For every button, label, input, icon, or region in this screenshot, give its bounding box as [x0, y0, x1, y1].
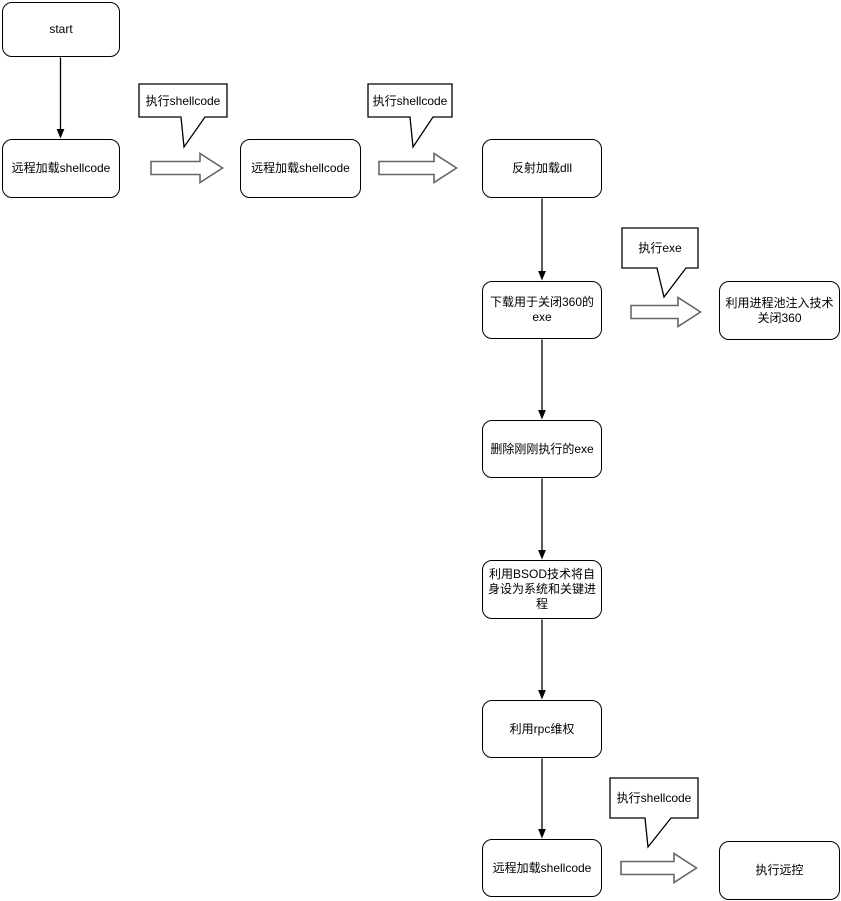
callout-bubble-exec-shellcode-2	[367, 83, 453, 149]
node-start: start	[2, 2, 120, 57]
block-arrow-load2-to-dll	[378, 152, 458, 184]
node-remote-load-shellcode-3: 远程加载shellcode	[482, 839, 602, 897]
callout-bubble-exec-shellcode-3	[609, 777, 699, 849]
node-delete-executed-exe: 删除刚刚执行的exe	[482, 420, 602, 478]
node-remote-load-shellcode-2: 远程加载shellcode	[240, 139, 361, 198]
node-reflective-load-dll: 反射加载dll	[482, 139, 602, 198]
connector-start-to-load1	[56, 57, 65, 139]
callout-bubble-exec-shellcode-1	[138, 83, 228, 149]
connector-download-to-delete	[538, 339, 546, 420]
node-execute-remote-control: 执行远控	[719, 841, 840, 900]
block-arrow-load3-to-remote-control	[620, 852, 698, 884]
node-process-pool-inject-close-360: 利用进程池注入技术关闭360	[719, 281, 840, 340]
connector-dll-to-download	[538, 198, 546, 281]
callout-bubble-exec-exe	[621, 227, 699, 299]
connector-bsod-to-rpc	[538, 619, 546, 700]
node-remote-load-shellcode-1: 远程加载shellcode	[2, 139, 120, 198]
node-rpc-persistence: 利用rpc维权	[482, 700, 602, 758]
node-bsod-critical-process: 利用BSOD技术将自身设为系统和关键进程	[482, 560, 602, 619]
block-arrow-download-to-close360	[630, 296, 702, 328]
block-arrow-load1-to-load2	[150, 152, 224, 184]
connector-rpc-to-load3	[538, 758, 546, 839]
node-download-close360-exe: 下载用于关闭360的exe	[482, 281, 602, 339]
connector-delete-to-bsod	[538, 478, 546, 560]
